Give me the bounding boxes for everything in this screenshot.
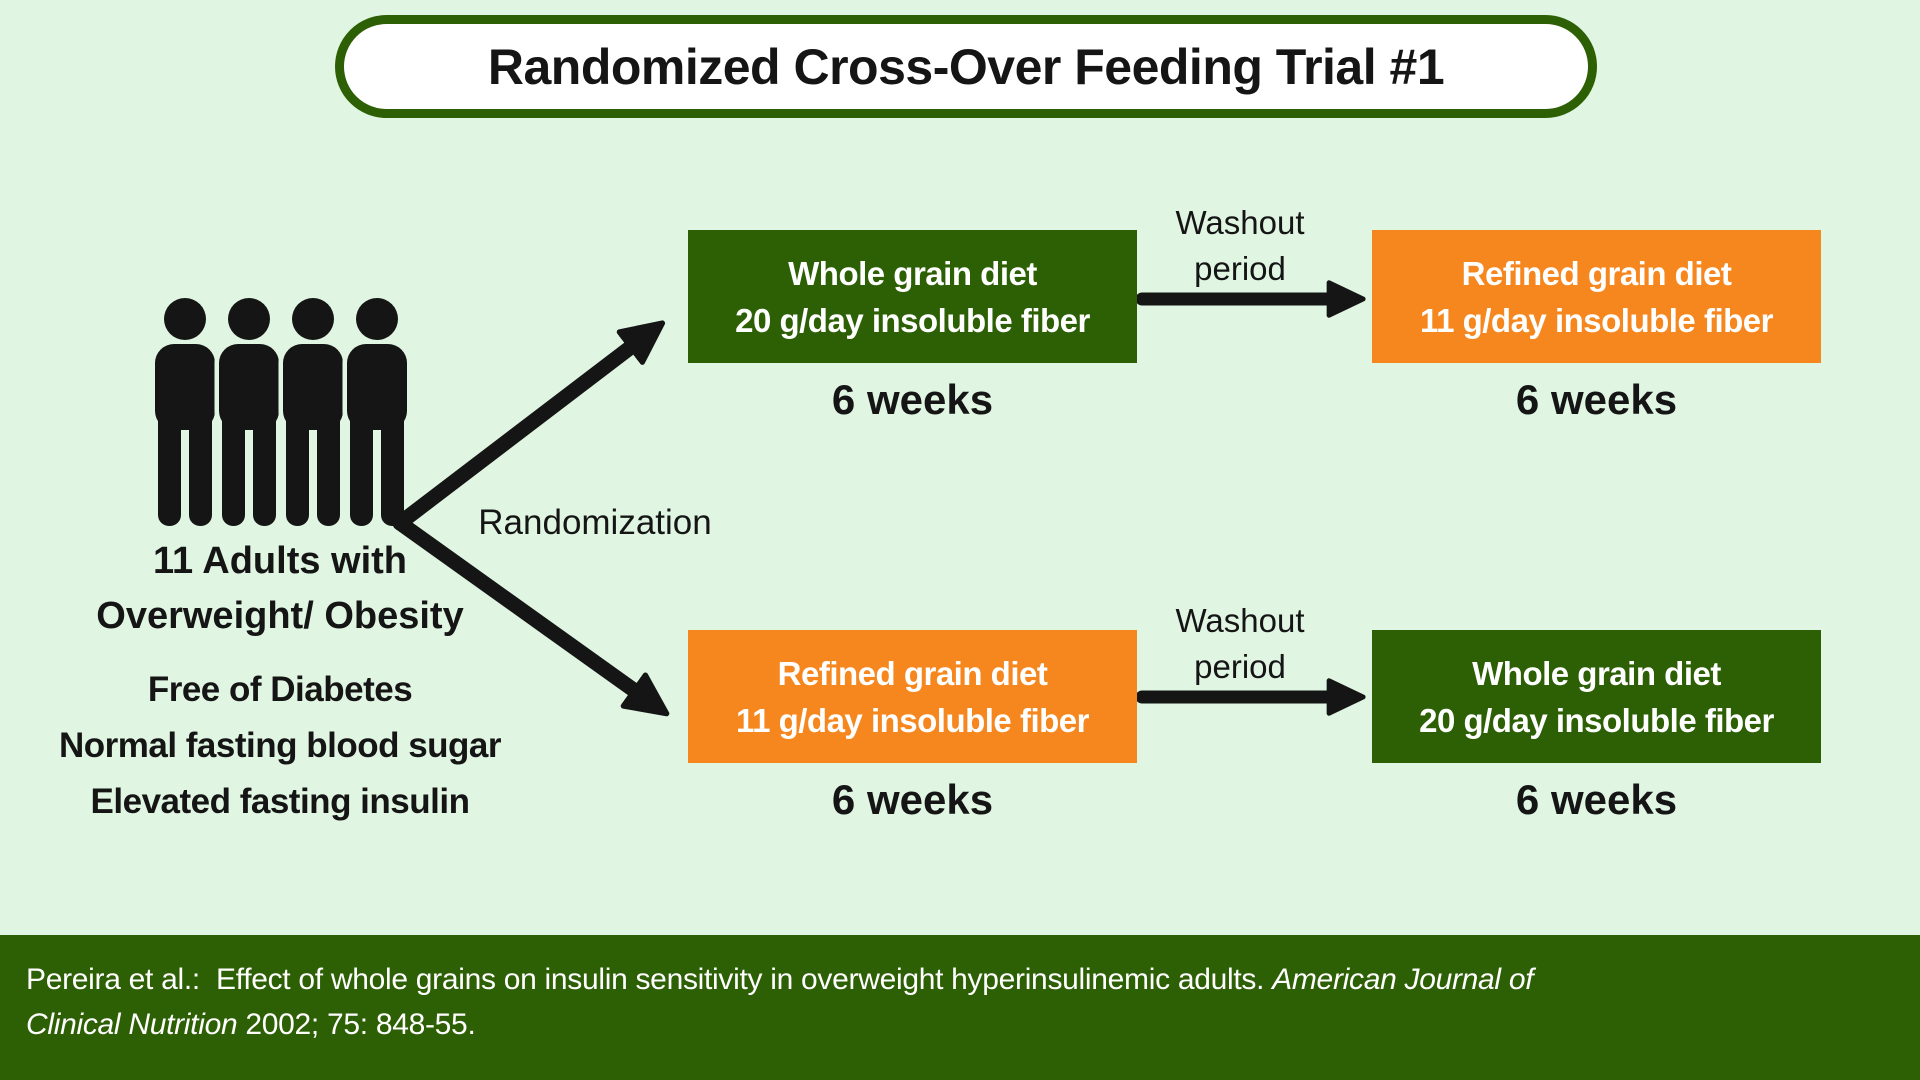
citation-journal-part2: Clinical Nutrition (26, 1008, 238, 1041)
duration-label: 6 weeks (1515, 776, 1678, 823)
four-adults-silhouette-icon (152, 298, 410, 528)
washout-line1: Washout (1175, 204, 1305, 241)
citation-line2: Clinical Nutrition 2002; 75: 848-55. (26, 1002, 1900, 1047)
diet-box-arm1-phase1-whole-grain: Whole grain diet 20 g/day insoluble fibe… (688, 230, 1137, 363)
diet-title: Whole grain diet (1472, 654, 1721, 692)
diet-box-arm1-phase2-refined-grain: Refined grain diet 11 g/day insoluble fi… (1372, 230, 1821, 363)
population-criteria: Free of Diabetes Normal fasting blood su… (18, 662, 542, 830)
washout-label-top: Washout period (1120, 200, 1360, 292)
citation-text: 2002; 75: 848-55. (237, 1008, 476, 1041)
washout-line2: period (1194, 250, 1286, 287)
diet-title: Whole grain diet (788, 254, 1037, 292)
criterion: Elevated fasting insulin (90, 782, 470, 821)
duration-label: 6 weeks (1515, 376, 1678, 423)
citation-text: Pereira et al.: Effect of whole grains o… (26, 963, 1273, 996)
diet-subtitle: 20 g/day insoluble fiber (735, 301, 1090, 339)
diet-subtitle: 11 g/day insoluble fiber (736, 701, 1089, 739)
randomization-label: Randomization (478, 503, 712, 542)
criterion: Normal fasting blood sugar (58, 726, 502, 765)
duration-label: 6 weeks (831, 776, 994, 823)
washout-label-bottom: Washout period (1120, 598, 1360, 690)
citation-bar: Pereira et al.: Effect of whole grains o… (0, 935, 1920, 1080)
randomization-arrow-top (392, 320, 666, 531)
washout-line1: Washout (1175, 602, 1305, 639)
population-line2: Overweight/ Obesity (96, 595, 464, 637)
citation-line1: Pereira et al.: Effect of whole grains o… (26, 957, 1900, 1002)
diet-box-arm2-phase1-refined-grain: Refined grain diet 11 g/day insoluble fi… (688, 630, 1137, 763)
citation-journal-part1: American Journal of (1272, 963, 1534, 996)
diet-subtitle: 20 g/day insoluble fiber (1419, 701, 1774, 739)
diet-title: Refined grain diet (777, 654, 1048, 692)
title-banner: Randomized Cross-Over Feeding Trial #1 (335, 15, 1597, 118)
population-label: 11 Adults with Overweight/ Obesity (18, 534, 542, 644)
population-line1: 11 Adults with (152, 540, 408, 582)
page-title: Randomized Cross-Over Feeding Trial #1 (487, 38, 1445, 95)
washout-line2: period (1194, 648, 1286, 685)
diet-subtitle: 11 g/day insoluble fiber (1420, 301, 1773, 339)
duration-label: 6 weeks (831, 376, 994, 423)
criterion: Free of Diabetes (147, 670, 413, 709)
diet-box-arm2-phase2-whole-grain: Whole grain diet 20 g/day insoluble fibe… (1372, 630, 1821, 763)
diet-title: Refined grain diet (1461, 254, 1732, 292)
